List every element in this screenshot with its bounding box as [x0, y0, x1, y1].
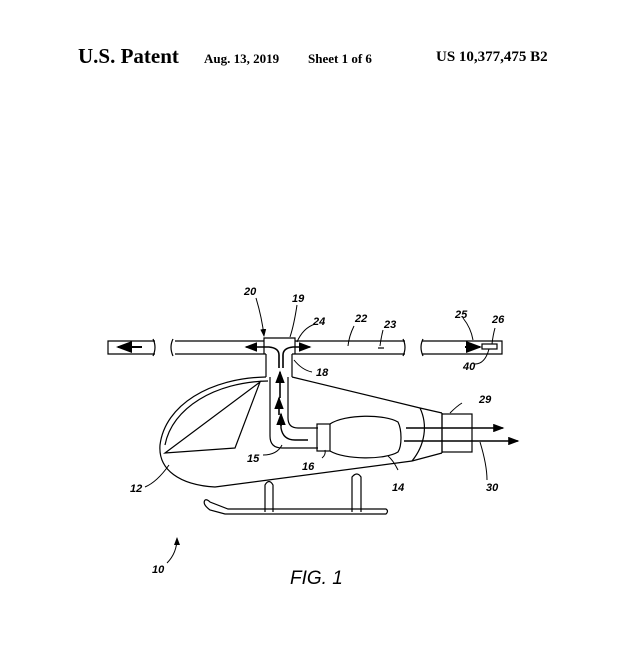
- label-29: 29: [478, 394, 492, 406]
- engine: [316, 415, 402, 459]
- reference-labels: 20 19 24 22 23 25 26 40 18 29 30 14 16 1…: [130, 286, 505, 589]
- label-10: 10: [152, 564, 165, 576]
- label-30: 30: [486, 482, 499, 494]
- label-20: 20: [243, 286, 257, 298]
- label-40: 40: [462, 361, 476, 373]
- label-12: 12: [130, 483, 142, 495]
- leader-lines: [144, 297, 496, 564]
- label-15: 15: [247, 453, 260, 465]
- fuselage: [159, 376, 473, 488]
- air-duct: [269, 377, 318, 449]
- label-24: 24: [312, 316, 325, 328]
- label-16: 16: [302, 461, 315, 473]
- label-18: 18: [316, 367, 329, 379]
- patent-number: US 10,377,475 B2: [436, 49, 548, 65]
- label-14: 14: [392, 482, 404, 494]
- patent-title: U.S. Patent: [78, 44, 179, 68]
- rotor-blade: [107, 338, 503, 357]
- label-22: 22: [354, 313, 367, 325]
- patent-date: Aug. 13, 2019: [204, 51, 280, 66]
- sheet-number: Sheet 1 of 6: [308, 51, 372, 66]
- exhaust-arrows: [404, 423, 520, 446]
- label-23: 23: [383, 319, 396, 331]
- figure-caption: FIG. 1: [290, 568, 343, 589]
- label-26: 26: [491, 314, 505, 326]
- label-19: 19: [292, 293, 305, 305]
- rotor-hub: [244, 337, 312, 398]
- label-25: 25: [454, 309, 468, 321]
- landing-skids: [203, 473, 389, 515]
